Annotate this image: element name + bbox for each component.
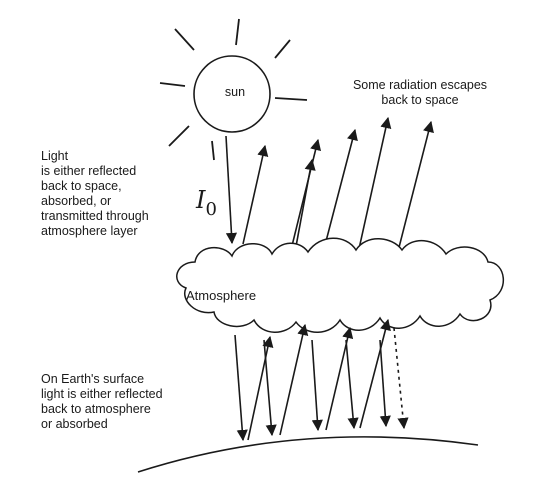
down-arrow-5: [379, 339, 391, 428]
sun-label: sun: [224, 85, 246, 99]
surface-arrows: [234, 318, 409, 442]
light-note: Light is either reflected back to space,…: [41, 149, 149, 238]
intensity-symbol: I0: [196, 186, 217, 220]
intensity-letter: I: [196, 186, 206, 214]
sun: [159, 18, 308, 161]
atmosphere-cloud: [176, 237, 505, 333]
sun-rays: [159, 18, 308, 161]
up-arrow-2: [279, 323, 309, 436]
up-arrow-1: [247, 335, 274, 441]
down-arrow-1: [234, 334, 248, 442]
incoming-arrows: [225, 135, 269, 245]
atmosphere-label: Atmosphere: [186, 288, 257, 303]
intensity-subscript: 0: [205, 199, 217, 220]
incoming-beam-arrow: [225, 135, 238, 245]
down-arrow-3: [311, 339, 323, 432]
surface-note: On Earth's surface light is either refle…: [41, 372, 163, 431]
reflected-to-space-arrow: [242, 144, 269, 245]
down-arrow-2: [263, 339, 277, 437]
earth-surface: [137, 436, 479, 473]
sun-disc: [193, 55, 271, 133]
up-arrow-4: [359, 318, 391, 429]
down-arrow-4: [345, 339, 359, 430]
absorbed-dotted-arrow: [393, 327, 409, 430]
escape-note: Some radiation escapes back to space: [352, 78, 488, 107]
